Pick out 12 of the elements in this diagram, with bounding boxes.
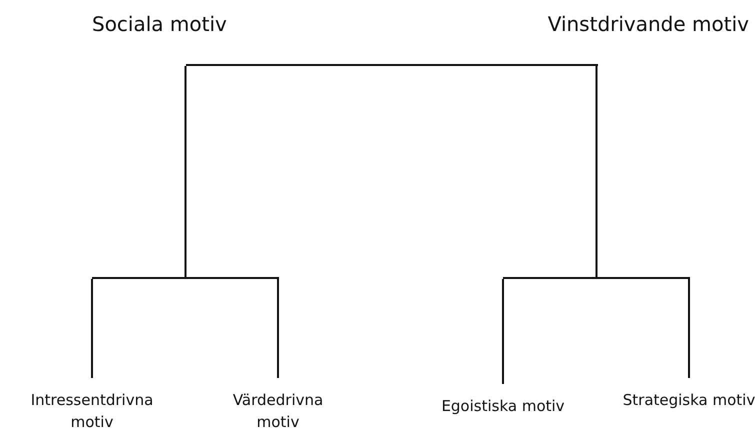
leaf-label: Värdedrivna motiv [210,378,346,434]
connector-line [502,279,504,384]
leaf-label: Strategiska motiv [621,378,755,412]
connector-line [91,279,93,378]
connector-line [596,66,598,277]
axis-heading: Sociala motiv [92,12,227,36]
leaf-label: Intressentdrivna motiv [24,378,160,434]
connector-line [277,279,279,378]
connector-line [184,66,186,277]
axis-heading: Vinstdrivande motiv [548,12,749,36]
leaf-label: Egoistiska motiv [435,384,571,418]
connector-line [688,279,690,378]
